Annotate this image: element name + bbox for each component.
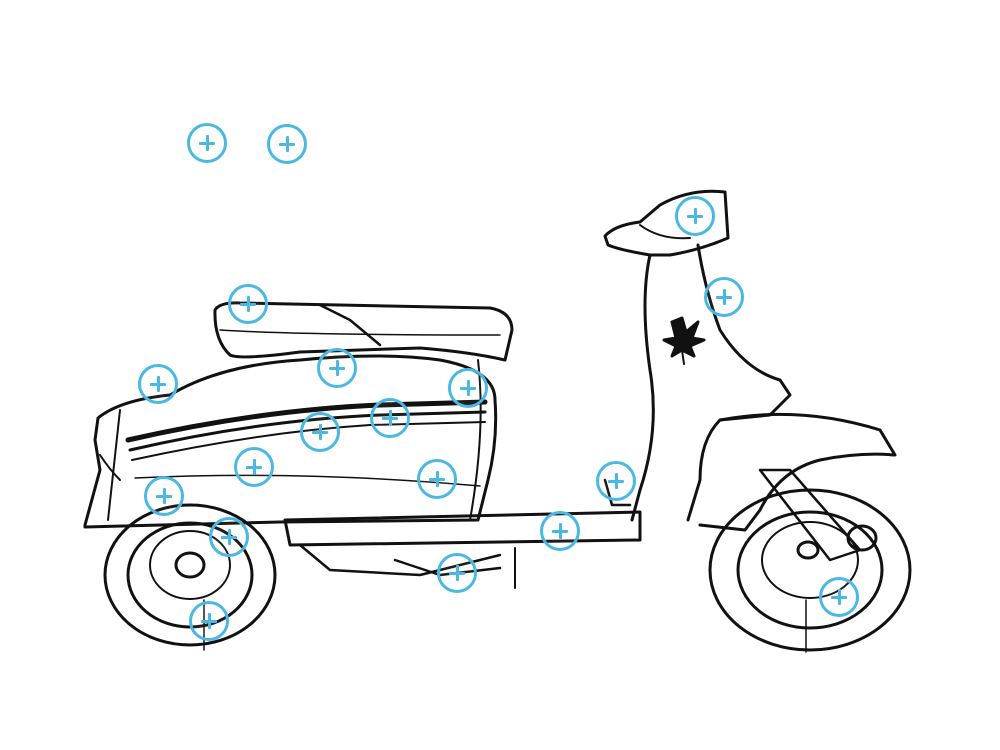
hotspot-3[interactable] — [675, 196, 715, 236]
front-wheel — [708, 488, 912, 653]
leaf-emblem — [662, 316, 706, 358]
plus-icon — [608, 473, 624, 489]
hotspot-6[interactable] — [317, 348, 357, 388]
hotspot-5[interactable] — [228, 284, 268, 324]
plus-icon — [329, 360, 345, 376]
hotspot-13[interactable] — [596, 461, 636, 501]
plus-icon — [240, 296, 256, 312]
hotspot-14[interactable] — [144, 476, 184, 516]
plus-icon — [460, 380, 476, 396]
hotspot-8[interactable] — [448, 368, 488, 408]
plus-icon — [552, 523, 568, 539]
plus-icon — [449, 565, 465, 581]
hotspot-12[interactable] — [417, 459, 457, 499]
plus-icon — [221, 529, 237, 545]
hotspot-19[interactable] — [189, 601, 229, 641]
plus-icon — [156, 488, 172, 504]
plus-icon — [716, 289, 732, 305]
hotspot-18[interactable] — [819, 577, 859, 617]
handlebar — [603, 189, 730, 257]
floorboard — [283, 510, 642, 547]
plus-icon — [279, 136, 295, 152]
hotspot-16[interactable] — [209, 517, 249, 557]
plus-icon — [246, 459, 262, 475]
plus-icon — [382, 410, 398, 426]
plus-icon — [429, 471, 445, 487]
side-stripes — [125, 399, 488, 443]
hotspot-7[interactable] — [138, 364, 178, 404]
plus-icon — [687, 208, 703, 224]
plus-icon — [201, 613, 217, 629]
hotspot-4[interactable] — [704, 277, 744, 317]
hotspot-2[interactable] — [267, 124, 307, 164]
hotspot-9[interactable] — [370, 398, 410, 438]
plus-icon — [150, 376, 166, 392]
hotspot-10[interactable] — [300, 412, 340, 452]
hotspot-17[interactable] — [437, 553, 477, 593]
plus-icon — [831, 589, 847, 605]
front-fender — [698, 412, 897, 532]
hotspot-1[interactable] — [187, 123, 227, 163]
plus-icon — [199, 135, 215, 151]
hotspot-11[interactable] — [234, 447, 274, 487]
plus-icon — [312, 424, 328, 440]
hotspot-15[interactable] — [540, 511, 580, 551]
